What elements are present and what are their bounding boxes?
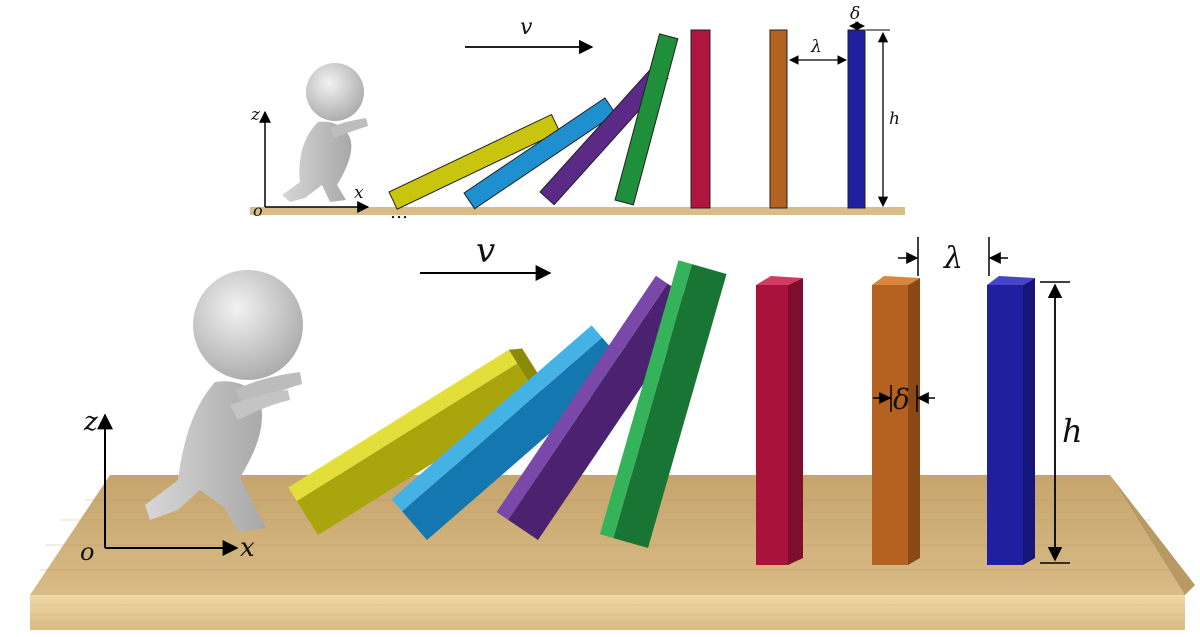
persp-spacing-label: λ <box>943 241 963 276</box>
top-view: z x o … v λ δ h <box>250 4 905 223</box>
top-domino-green <box>614 33 679 206</box>
persp-domino-green <box>599 260 727 548</box>
top-ellipsis: … <box>390 202 408 223</box>
persp-domino-crimson <box>756 276 803 565</box>
top-axis-z-label: z <box>250 105 261 125</box>
table-front-edge <box>30 595 1185 630</box>
persp-origin-label: o <box>80 538 94 566</box>
edge-grain <box>30 604 1185 624</box>
top-floor-strip <box>250 207 905 215</box>
top-velocity-label: v <box>520 15 533 40</box>
persp-velocity-label: v <box>476 231 495 271</box>
top-spacing-label: λ <box>810 37 822 57</box>
persp-axis-z-label: z <box>83 407 98 437</box>
persp-domino-orange <box>872 276 920 565</box>
top-domino-cyan <box>463 97 617 210</box>
top-thickness-label: δ <box>850 4 860 24</box>
top-axis-x-label: x <box>354 183 364 203</box>
persp-thickness-label: δ <box>893 383 910 416</box>
persp-domino-purple <box>496 275 698 540</box>
top-domino-crimson <box>690 29 711 209</box>
top-person-figure <box>282 63 368 202</box>
top-domino-orange <box>769 29 788 209</box>
persp-person-figure <box>145 270 303 532</box>
persp-domino-cyan <box>391 325 627 540</box>
top-domino-blue <box>847 29 866 209</box>
persp-height-label: h <box>1062 412 1083 450</box>
top-height-label: h <box>889 109 900 129</box>
top-domino-yellow <box>388 113 561 210</box>
perspective-view: z x o v <box>30 231 1195 630</box>
top-origin-label: o <box>253 201 263 220</box>
table-right-edge <box>1110 475 1195 595</box>
persp-domino-blue <box>987 276 1035 565</box>
persp-axis-x-label: x <box>240 533 255 563</box>
